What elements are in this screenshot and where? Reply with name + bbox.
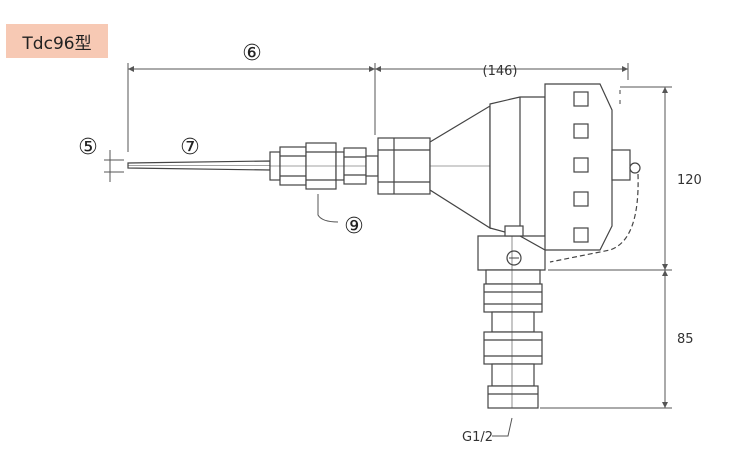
sheath-probe bbox=[127, 160, 271, 171]
arrow-r bbox=[622, 66, 628, 72]
arrow-v3 bbox=[662, 270, 668, 276]
gland-hex-1 bbox=[483, 283, 543, 313]
arrow-m2 bbox=[375, 66, 381, 72]
arrow-v2 bbox=[662, 264, 668, 270]
cover-screw bbox=[629, 162, 641, 174]
cover-fin-1 bbox=[573, 91, 589, 107]
cover-fin-2 bbox=[573, 123, 589, 139]
leader-thread bbox=[492, 417, 513, 437]
dim-label-146: (146) bbox=[483, 64, 518, 79]
leader-9 bbox=[317, 194, 339, 223]
cover-fin-4 bbox=[573, 191, 589, 207]
arrow-l bbox=[128, 66, 134, 72]
dimension-lines bbox=[104, 63, 672, 409]
callout-6: ⑥ bbox=[242, 41, 262, 66]
leader-lines bbox=[317, 194, 513, 437]
model-title-text: Tdc96型 bbox=[22, 33, 92, 54]
cover-fin-5 bbox=[573, 227, 589, 243]
stem-neck bbox=[365, 155, 379, 177]
gland-body bbox=[491, 311, 535, 333]
head-base bbox=[489, 96, 546, 237]
gland-nut-1 bbox=[485, 269, 541, 285]
arrow-v1 bbox=[662, 87, 668, 93]
head-stem bbox=[365, 137, 431, 195]
gland-hex-2 bbox=[483, 331, 543, 365]
arrow-m1 bbox=[369, 66, 375, 72]
cover-fin-3 bbox=[573, 157, 589, 173]
head-cone bbox=[429, 104, 491, 230]
dim-label-120: 120 bbox=[677, 173, 702, 188]
model-title: Tdc96型 bbox=[6, 24, 108, 58]
terminal-head bbox=[489, 83, 641, 263]
cover-knob bbox=[611, 149, 631, 181]
thread-label: G1/2 bbox=[462, 430, 493, 445]
callout-9: ⑨ bbox=[344, 214, 364, 239]
chain-dashed bbox=[549, 173, 639, 263]
cable-gland bbox=[477, 225, 546, 409]
gland-label-plate bbox=[504, 225, 524, 237]
cone-body bbox=[429, 104, 491, 230]
gland-end bbox=[487, 385, 539, 409]
stem-hex bbox=[377, 137, 431, 195]
gland-body-2 bbox=[491, 363, 535, 387]
compression-fitting bbox=[269, 142, 378, 190]
dim-label-85: 85 bbox=[677, 332, 694, 347]
callout-5: ⑤ bbox=[78, 135, 98, 160]
callout-7: ⑦ bbox=[180, 135, 200, 160]
arrow-v4 bbox=[662, 402, 668, 408]
